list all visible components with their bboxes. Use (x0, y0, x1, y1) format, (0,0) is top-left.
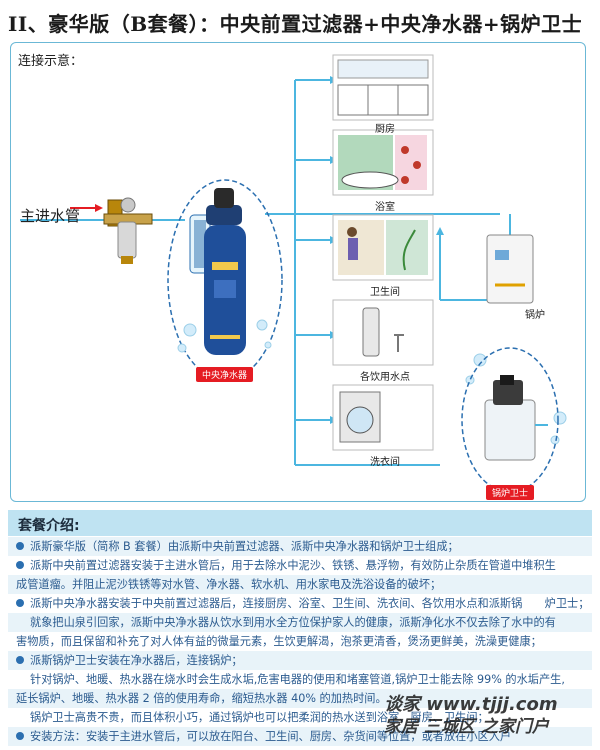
page-title: II、豪华版（B套餐）：中央前置过滤器+中央净水器+锅炉卫士 (8, 12, 583, 36)
bullet-icon (16, 656, 24, 664)
kitchen-icon (332, 54, 434, 121)
bullet-icon (16, 599, 24, 607)
intro-line: 就象把山泉引回家，派斯中央净水器从饮水到用水全方位保护家人的健康，派斯净化水不仅… (8, 613, 592, 632)
room-label-bathroom: 浴室 (375, 202, 395, 213)
room-label-toilet: 卫生间 (370, 287, 400, 298)
purifier-icon (189, 188, 246, 355)
purifier-tag: 中央净水器 (196, 367, 254, 382)
boiler-label: 锅炉 (525, 310, 545, 321)
room-label-drinking: 各饮用水点 (360, 372, 410, 383)
intro-line: 锅炉卫士高贵不贵，而且体积小巧，通过锅炉也可以把柔润的热水送到浴室、厨房、卫生间… (30, 711, 489, 724)
intro-line: 延长锅炉、地暖、热水器 2 倍的使用寿命，缩短热水器 40% 的加热时间。 (8, 689, 592, 708)
prefilter-icon (103, 197, 153, 264)
intro-header-bar (8, 510, 592, 536)
toilet-icon (332, 214, 434, 281)
intro-line: 派斯中央净水器安装于中央前置过滤器后，连接厨房、浴室、卫生间、洗衣间、各饮用水点… (8, 594, 592, 613)
diagram-graphics (20, 54, 567, 493)
room-label-laundry: 洗衣间 (370, 457, 400, 468)
boiler-guard-icon (484, 375, 548, 461)
intro-text: 派斯豪华版（简称 B 套餐）由派斯中央前置过滤器、派斯中央净水器和锅炉卫士组成；… (8, 537, 592, 746)
watermark-line2: 家居 三城区 之家门户 (384, 717, 549, 737)
room-label-kitchen: 厨房 (375, 124, 395, 135)
intro-title: 套餐介绍: (18, 518, 80, 534)
bathroom-icon (332, 129, 434, 196)
intro-line: 派斯中央前置过滤器安装于主进水管后，用于去除水中泥沙、铁锈、悬浮物，有效防止杂质… (8, 556, 592, 575)
intro-line: 派斯锅炉卫士安装在净水器后，连接锅炉； (8, 651, 592, 670)
watermark-line1: 谈家 www.tjjj.com (384, 694, 558, 715)
intro-line: 安装方法：安装于主进水管后，可以放在阳台、卫生间、厨房、杂货间等位置，或者放在小… (8, 727, 592, 746)
diagram-label: 连接示意： (18, 54, 84, 69)
intro-line: 针对锅炉、地暖、热水器在烧水时会生成水垢,危害电器的使用和堵塞管道,锅炉卫士能去… (30, 673, 565, 686)
boiler-icon (486, 234, 534, 304)
drinking-water-icon (332, 299, 434, 366)
laundry-icon (332, 384, 434, 451)
intro-line: 派斯豪华版（简称 B 套餐）由派斯中央前置过滤器、派斯中央净水器和锅炉卫士组成； (8, 537, 592, 556)
main-inlet-label: 主进水管 (20, 207, 81, 225)
boiler-guard-tag: 锅炉卫士 (486, 485, 535, 500)
bullet-icon (16, 542, 24, 550)
bullet-icon (16, 732, 24, 740)
intro-line: 成管道瘤。并阻止泥沙铁锈等对水管、净水器、软水机、用水家电及洗浴设备的破坏； (8, 575, 592, 594)
intro-line: 害物质，而且保留和补充了对人体有益的微量元素，生饮更解渴，泡茶更清香，煲汤更鲜美… (16, 635, 542, 648)
bullet-icon (16, 561, 24, 569)
